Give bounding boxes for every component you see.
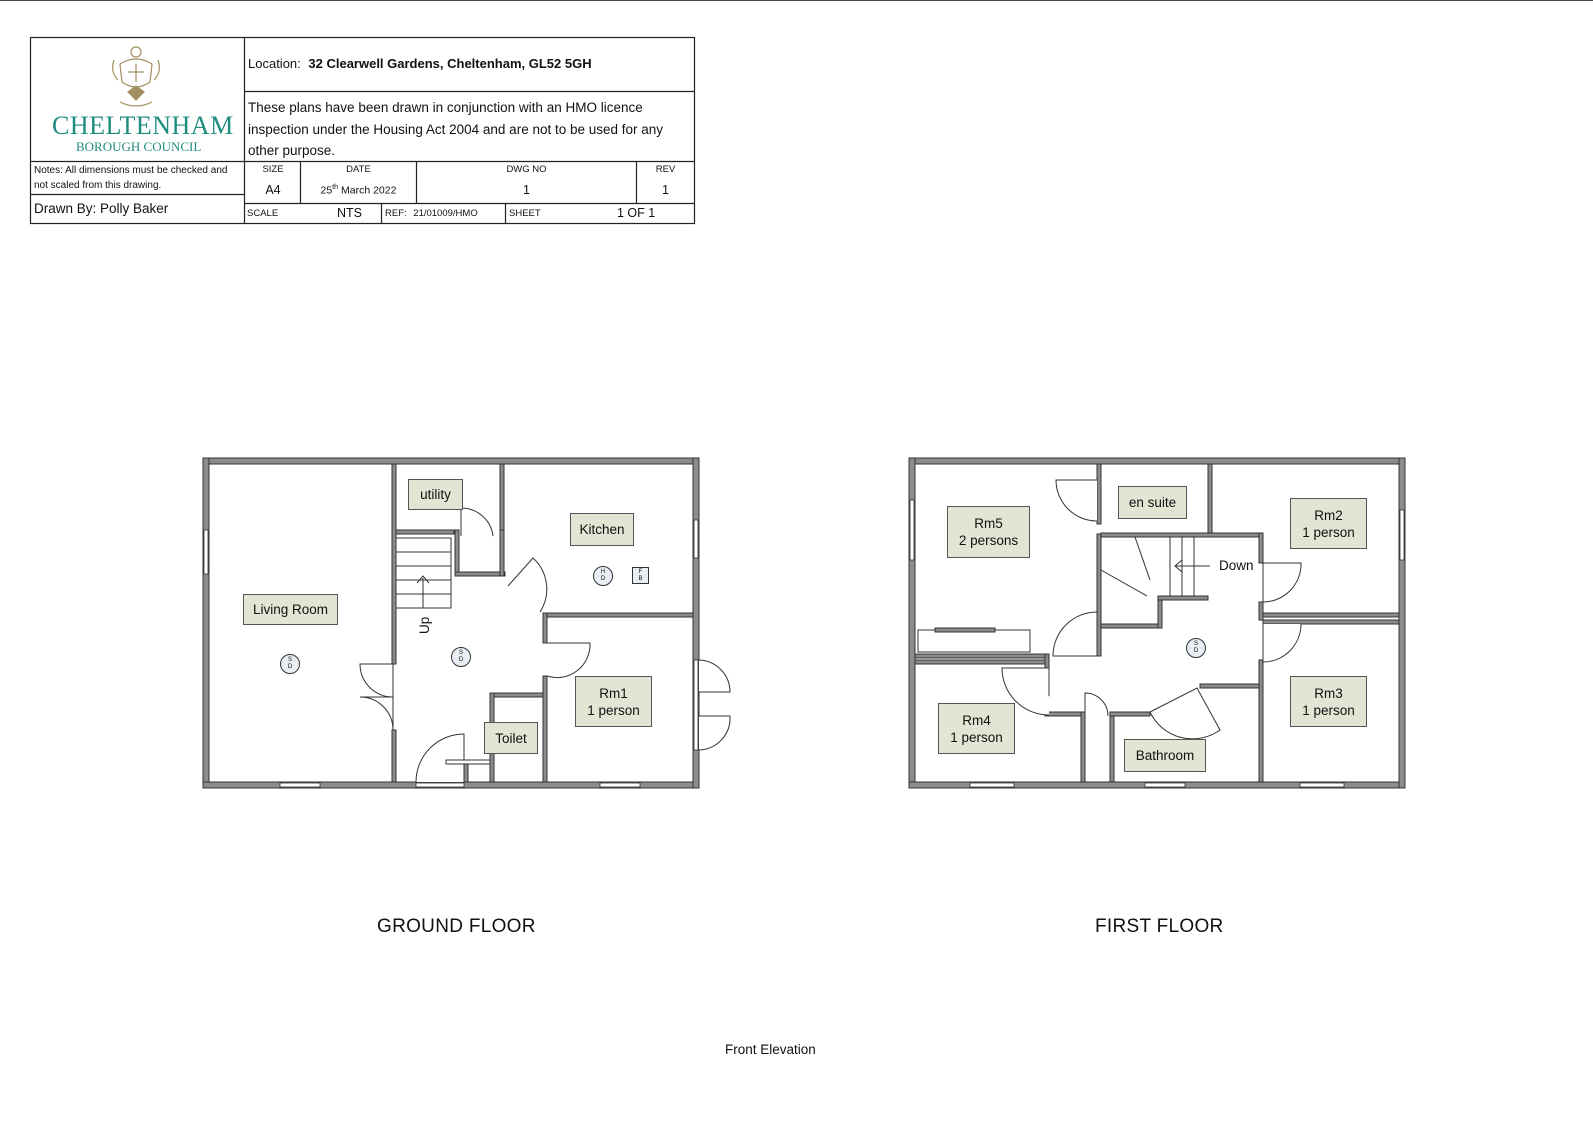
- ref-row: REF: 21/01009/HMO: [385, 208, 478, 219]
- room-rm2-occupancy: 1 person: [1302, 524, 1355, 540]
- ff-wall-right: [1398, 457, 1406, 789]
- date-suffix: th: [332, 184, 339, 191]
- room-rm2: Rm2 1 person: [1290, 498, 1367, 549]
- room-toilet: Toilet: [484, 722, 538, 754]
- ff-wall-top: [908, 457, 1406, 465]
- ff-stairs: [1100, 536, 1210, 597]
- rev-value: 1: [662, 183, 669, 197]
- sheet-label: SHEET: [509, 208, 541, 219]
- disclaimer-line: other purpose.: [248, 143, 336, 158]
- notes-line: Notes: All dimensions must be checked an…: [34, 165, 228, 176]
- council-crest-icon: [112, 46, 160, 107]
- gf-doors: [359, 507, 731, 783]
- title-block: CHELTENHAM BOROUGH COUNCIL Location: 32 …: [0, 0, 700, 230]
- disclaimer-text: These plans have been drawn in conjuncti…: [248, 97, 663, 162]
- location-label: Location:: [248, 56, 301, 71]
- ff-doors: [1001, 479, 1302, 740]
- room-rm4-occupancy: 1 person: [950, 729, 1003, 745]
- dwg-no-label: DWG NO: [506, 164, 547, 175]
- notes-line: not scaled from this drawing.: [34, 180, 162, 191]
- room-living-room: Living Room: [243, 594, 338, 625]
- location-value: 32 Clearwell Gardens, Cheltenham, GL52 5…: [308, 56, 592, 71]
- room-rm1-occupancy: 1 person: [587, 702, 640, 718]
- room-rm3-name: Rm3: [1314, 685, 1343, 701]
- room-utility: utility: [408, 479, 463, 510]
- scale-value: NTS: [337, 206, 362, 220]
- ref-value: 21/01009/HMO: [413, 208, 478, 219]
- page-top-border: [0, 0, 1593, 1]
- room-rm2-name: Rm2: [1314, 507, 1343, 523]
- drawn-by: Drawn By: Polly Baker: [34, 201, 169, 216]
- first-floor-title: FIRST FLOOR: [1095, 916, 1224, 937]
- sheet-value: 1 OF 1: [617, 206, 656, 220]
- rev-label: REV: [655, 164, 676, 175]
- date-value: 25th March 2022: [301, 184, 416, 197]
- notes-text: Notes: All dimensions must be checked an…: [34, 163, 227, 193]
- ref-label: REF:: [385, 208, 407, 219]
- disclaimer-line: inspection under the Housing Act 2004 an…: [248, 121, 664, 137]
- room-en-suite: en suite: [1118, 486, 1187, 519]
- size-value: A4: [265, 183, 281, 197]
- room-kitchen: Kitchen: [570, 513, 634, 546]
- room-rm5-name: Rm5: [974, 516, 1003, 531]
- disclaimer-line: These plans have been drawn in conjuncti…: [248, 100, 643, 115]
- room-rm3: Rm3 1 person: [1290, 676, 1367, 727]
- size-label: SIZE: [262, 164, 284, 175]
- ff-stair-down-label: Down: [1219, 558, 1254, 573]
- room-rm1: Rm1 1 person: [575, 676, 652, 727]
- front-elevation-label: Front Elevation: [725, 1042, 816, 1057]
- ground-floor-title: GROUND FLOOR: [377, 916, 536, 937]
- gf-stairs: [395, 537, 452, 609]
- council-name-line1: CHELTENHAM: [52, 111, 234, 140]
- date-rest: March 2022: [341, 184, 397, 197]
- dwg-no-value: 1: [523, 183, 530, 197]
- room-rm4-name: Rm4: [962, 712, 991, 728]
- room-rm3-occupancy: 1 person: [1302, 702, 1355, 718]
- date-day: 25: [320, 184, 333, 197]
- title-block-grid: [29, 36, 696, 225]
- room-rm5-occupancy: 2 persons: [958, 533, 1019, 548]
- room-rm4: Rm4 1 person: [938, 703, 1015, 754]
- room-bathroom: Bathroom: [1124, 739, 1206, 772]
- council-name-line2: BOROUGH COUNCIL: [76, 139, 202, 154]
- location-row: Location: 32 Clearwell Gardens, Cheltenh…: [248, 56, 592, 71]
- gf-wall-right: [692, 457, 700, 789]
- scale-label: SCALE: [247, 208, 279, 219]
- room-rm5: Rm5 2 persons: [947, 506, 1030, 558]
- room-rm1-name: Rm1: [599, 685, 628, 701]
- date-label: DATE: [346, 164, 371, 175]
